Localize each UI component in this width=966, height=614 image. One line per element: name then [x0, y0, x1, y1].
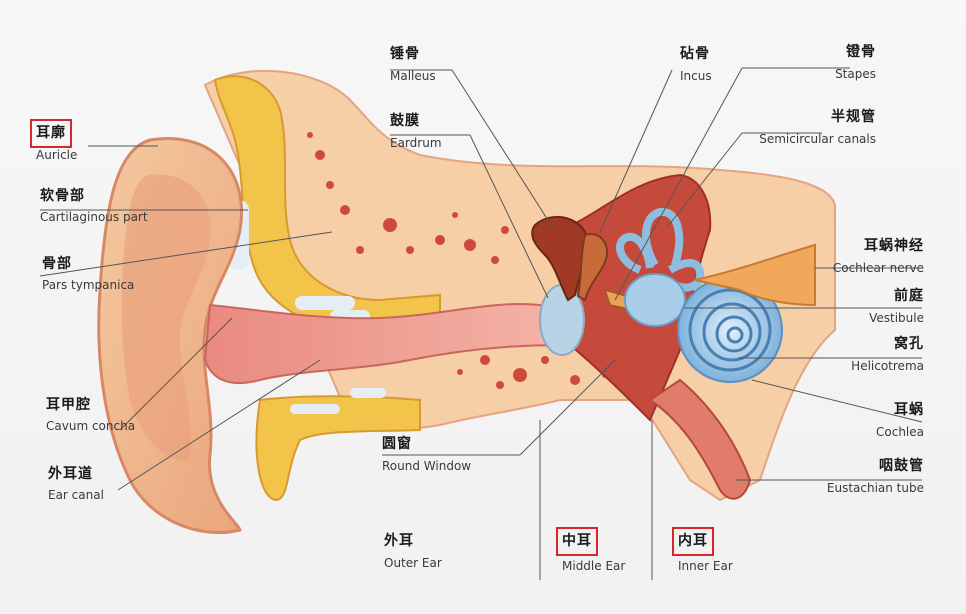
label-ear-canal: 外耳道 Ear canal — [48, 466, 104, 502]
label-round-window-zh: 圆窗 — [382, 436, 412, 452]
label-cochlea-zh: 耳蜗 — [894, 402, 924, 418]
label-outer-ear-en: Outer Ear — [384, 556, 442, 570]
label-semicircular-zh: 半规管 — [831, 109, 876, 125]
incus-shape — [576, 233, 608, 302]
label-vestibule: 前庭 Vestibule — [869, 288, 924, 325]
label-cavum-concha: 耳甲腔 Cavum concha — [46, 397, 135, 433]
label-malleus-zh: 锤骨 — [390, 46, 420, 62]
label-incus: 砧骨 Incus — [680, 46, 712, 83]
label-inner-ear-zh: 内耳 — [672, 527, 714, 556]
label-round-window-en: Round Window — [382, 459, 472, 473]
label-ear-canal-zh: 外耳道 — [48, 466, 93, 482]
cochlea-spiral — [688, 288, 772, 372]
label-stapes: 镫骨 Stapes — [835, 44, 876, 81]
label-auricle-zh: 耳廓 — [30, 119, 72, 148]
ear-canal-shape — [203, 303, 561, 385]
label-ear-canal-en: Ear canal — [48, 488, 104, 502]
label-auricle-en: Auricle — [36, 148, 78, 162]
label-outer-ear-zh: 外耳 — [384, 533, 414, 549]
label-cochlear-nerve-en: Cochlear nerve — [832, 261, 924, 275]
label-incus-en: Incus — [680, 69, 712, 83]
label-eustachian-en: Eustachian tube — [826, 481, 924, 495]
label-helicotrema: 窝孔 Helicotrema — [851, 336, 924, 373]
label-pars-tympanica-zh: 骨部 — [42, 256, 72, 272]
label-middle-ear-en: Middle Ear — [562, 559, 626, 573]
label-auricle: 耳廓 Auricle — [30, 119, 78, 162]
bone-pores — [307, 132, 608, 389]
label-cartilaginous-en: Cartilaginous part — [40, 210, 148, 224]
label-cochlear-nerve-zh: 耳蜗神经 — [864, 238, 924, 254]
label-cartilaginous: 软骨部 Cartilaginous part — [40, 188, 148, 224]
label-cochlea-en: Cochlea — [876, 425, 924, 439]
label-malleus-en: Malleus — [390, 69, 436, 83]
label-cochlear-nerve: 耳蜗神经 Cochlear nerve — [833, 238, 924, 275]
label-pars-tympanica: 骨部 Pars tympanica — [42, 256, 134, 292]
label-inner-ear-en: Inner Ear — [678, 559, 733, 573]
label-malleus: 锤骨 Malleus — [390, 46, 436, 83]
cochlear-nerve-shape — [694, 243, 816, 307]
label-stapes-zh: 镫骨 — [846, 44, 876, 60]
label-inner-ear: 内耳 Inner Ear — [672, 527, 733, 573]
label-eardrum: 鼓膜 Eardrum — [390, 113, 442, 150]
vestibule-shape — [624, 273, 686, 327]
label-middle-ear-zh: 中耳 — [556, 527, 598, 556]
label-pars-tympanica-en: Pars tympanica — [42, 278, 135, 292]
label-semicircular-en: Semicircular canals — [759, 132, 876, 146]
eustachian-tube-shape — [648, 378, 752, 500]
label-helicotrema-en: Helicotrema — [851, 359, 924, 373]
label-eustachian: 咽鼓管 Eustachian tube — [827, 458, 924, 495]
malleus-shape — [531, 215, 589, 302]
label-eardrum-en: Eardrum — [390, 136, 442, 150]
auricle-inner — [121, 174, 211, 461]
label-incus-zh: 砧骨 — [680, 46, 710, 62]
label-cochlea: 耳蜗 Cochlea — [876, 402, 924, 439]
label-outer-ear: 外耳 Outer Ear — [384, 533, 442, 570]
label-eustachian-zh: 咽鼓管 — [879, 458, 924, 474]
label-eardrum-zh: 鼓膜 — [390, 113, 420, 129]
label-cavum-concha-en: Cavum concha — [46, 419, 136, 433]
label-middle-ear: 中耳 Middle Ear — [556, 527, 626, 573]
cartilage-layer — [213, 75, 441, 332]
label-cavum-concha-zh: 耳甲腔 — [46, 397, 91, 413]
label-round-window: 圆窗 Round Window — [382, 436, 471, 473]
leader-lines — [39, 67, 923, 580]
label-cartilaginous-zh: 软骨部 — [40, 188, 85, 204]
label-vestibule-zh: 前庭 — [894, 288, 924, 304]
label-helicotrema-zh: 窝孔 — [894, 336, 924, 352]
label-stapes-en: Stapes — [835, 67, 876, 81]
label-semicircular: 半规管 Semicircular canals — [759, 109, 876, 146]
label-vestibule-en: Vestibule — [869, 311, 924, 325]
